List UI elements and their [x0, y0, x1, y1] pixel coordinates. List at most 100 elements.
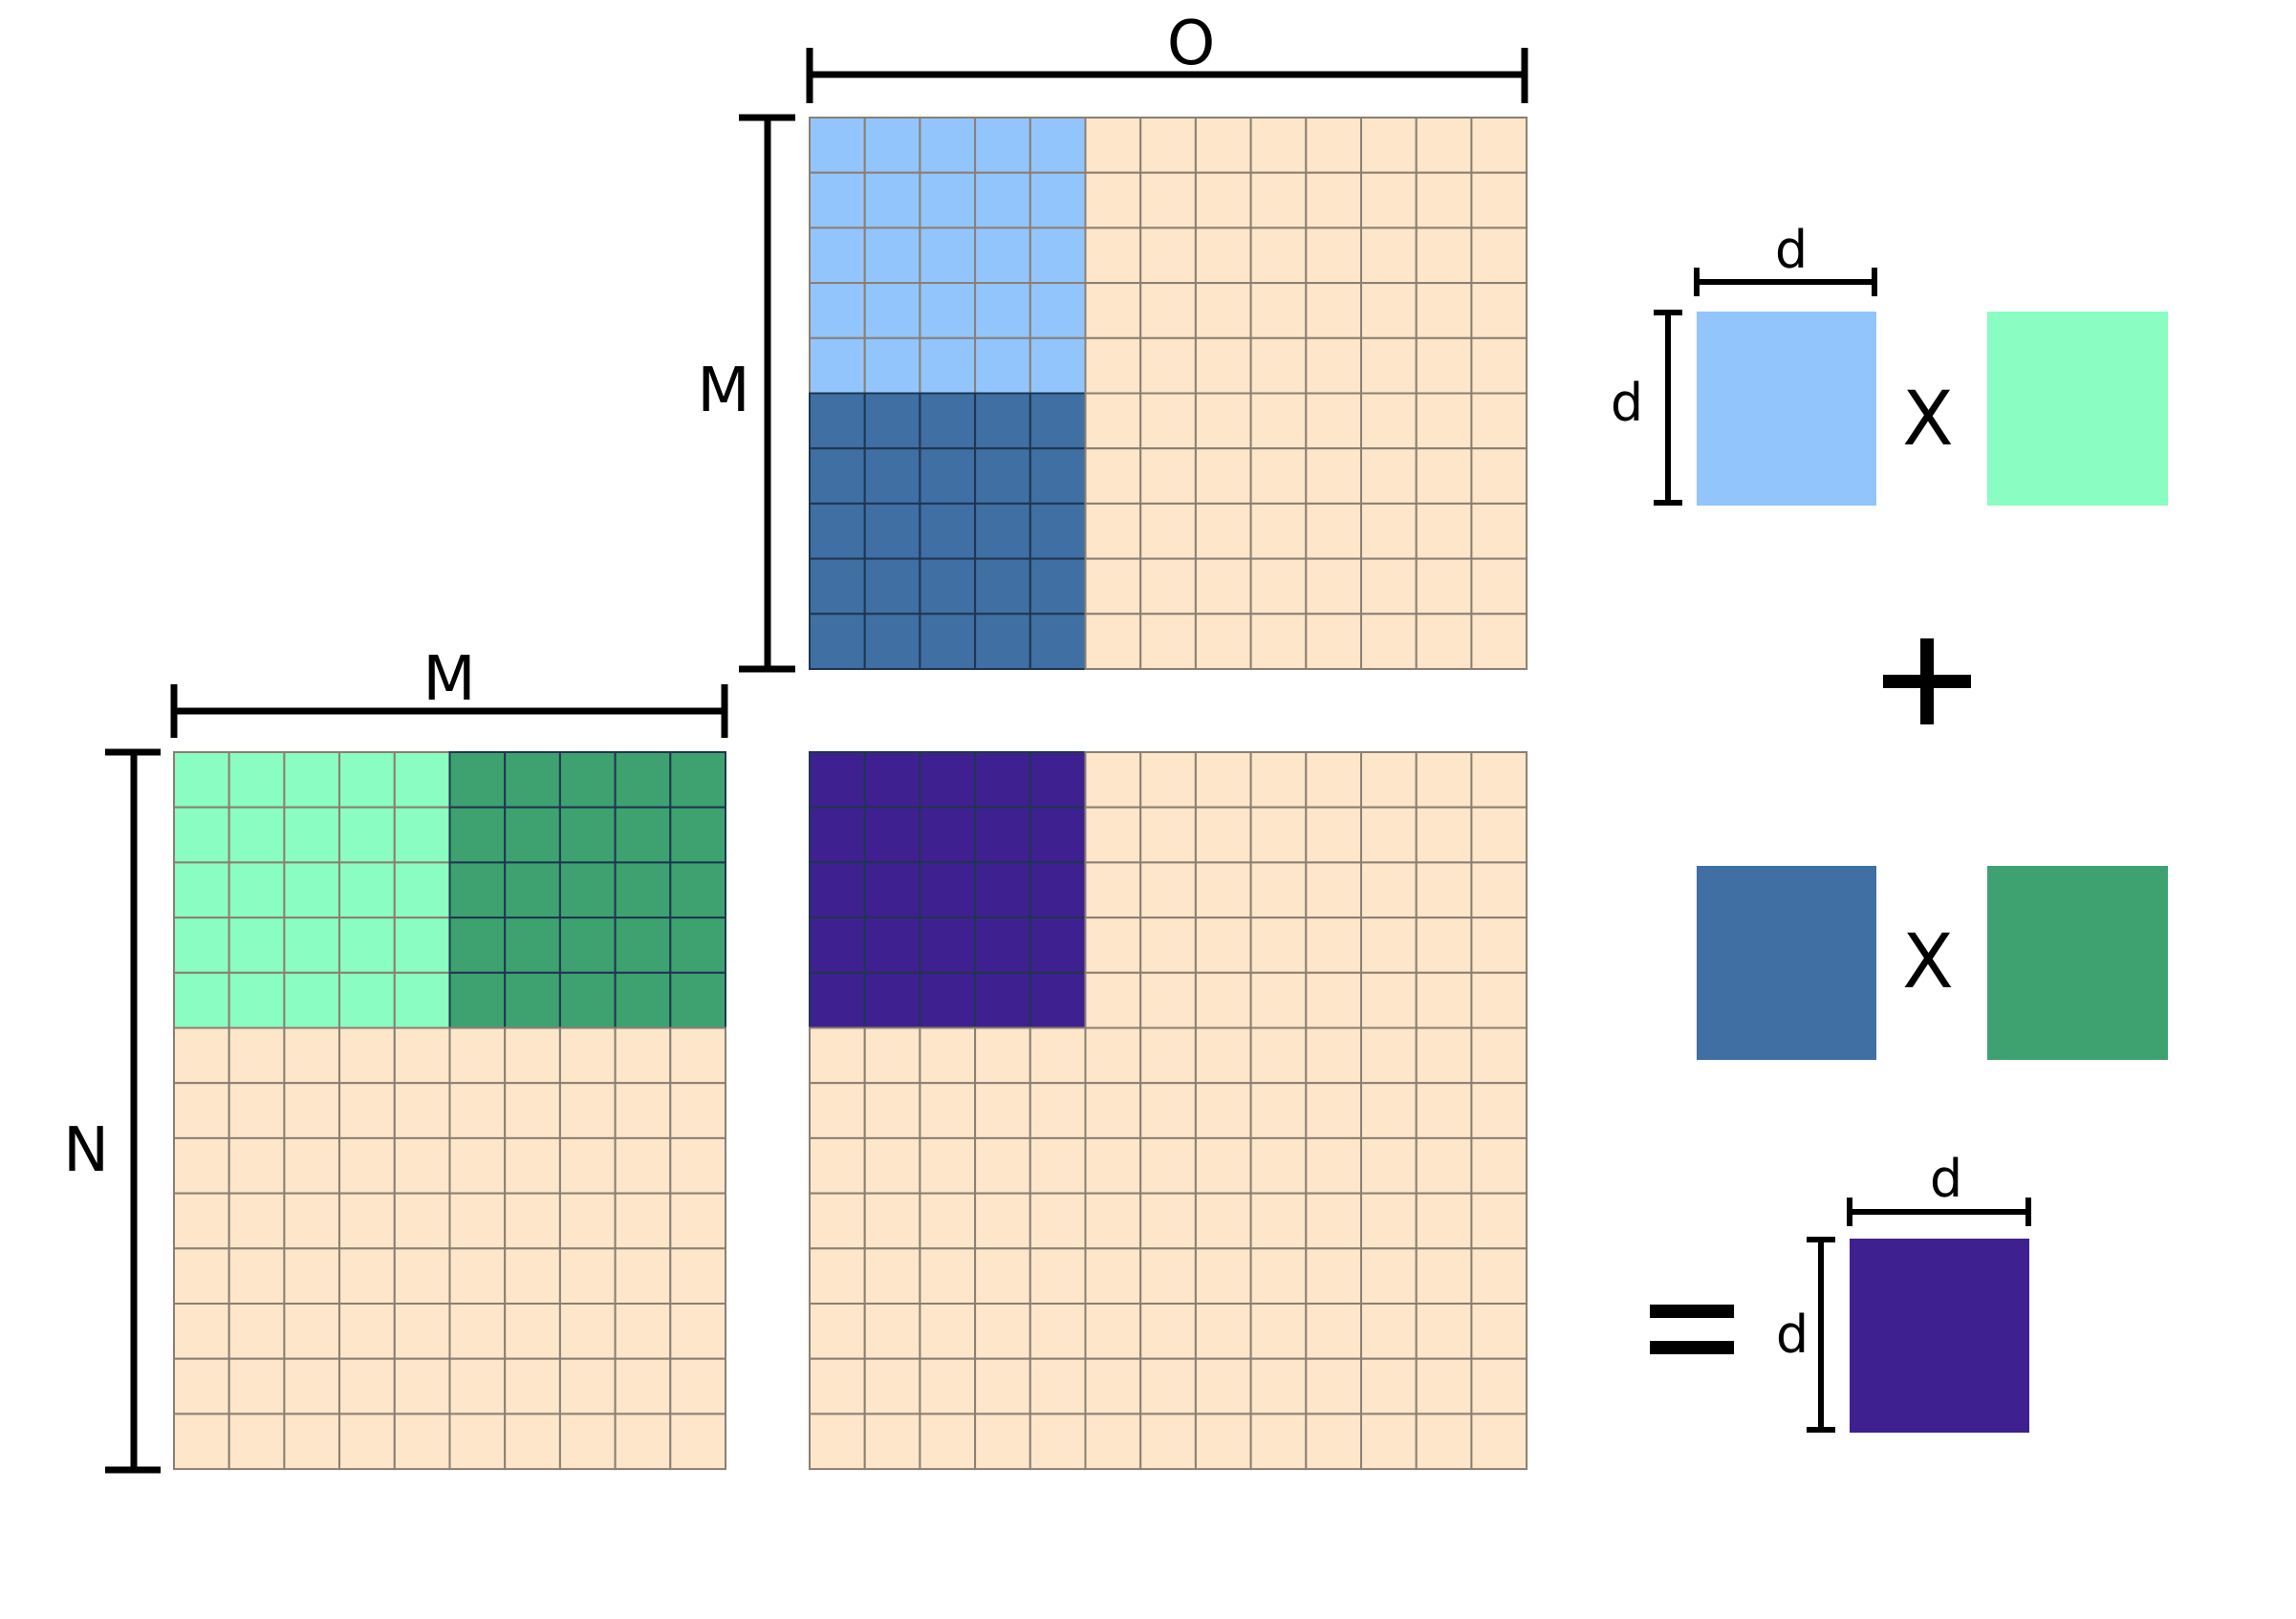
- matrix-top-cell: [1305, 447, 1363, 505]
- matrix-result-cell: [974, 971, 1031, 1029]
- matrix-result-cell: [1029, 1082, 1087, 1139]
- matrix-left-cell: [173, 751, 230, 809]
- matrix-left-cell: [614, 1136, 672, 1195]
- matrix-left-cell: [283, 1082, 341, 1139]
- matrix-top-cell: [1470, 336, 1528, 395]
- matrix-top-cell: [1029, 447, 1087, 505]
- matrix-result-cell: [1415, 751, 1473, 809]
- matrix-left-cell: [558, 917, 617, 974]
- matrix-result-cell: [1139, 971, 1197, 1029]
- matrix-result-cell: [1194, 1247, 1252, 1306]
- matrix-result-cell: [1139, 1357, 1197, 1415]
- matrix-result-cell: [1249, 1357, 1308, 1415]
- matrix-result-cell: [809, 861, 866, 919]
- matrix-left-cell: [393, 1136, 451, 1195]
- matrix-left-cell: [173, 861, 230, 919]
- matrix-result-cell: [974, 1136, 1031, 1195]
- matrix-result-cell: [1029, 806, 1087, 864]
- matrix-result-cell: [919, 1026, 977, 1085]
- matrix-result-cell: [1305, 1082, 1363, 1139]
- matrix-top-cell: [1305, 171, 1363, 229]
- matrix-left-cell: [173, 1192, 230, 1250]
- matrix-result-cell: [1360, 751, 1418, 809]
- matrix-left-cell: [173, 971, 230, 1029]
- result-tile-height-label: d: [1776, 1305, 1809, 1365]
- matrix-top-cell: [974, 392, 1031, 450]
- matrix-left-cell: [504, 751, 561, 809]
- matrix-top-cell: [1470, 447, 1528, 505]
- matrix-result-cell: [974, 917, 1031, 974]
- matrix-left-cell: [227, 917, 286, 974]
- matrix-top-cell: [919, 282, 977, 339]
- matrix-top-cell: [1360, 117, 1418, 174]
- matrix-top-cell: [974, 447, 1031, 505]
- matrix-top-cell: [919, 117, 977, 174]
- matrix-result-cell: [974, 1357, 1031, 1415]
- matrix-result-cell: [809, 1136, 866, 1195]
- matrix-left-cell: [173, 1413, 230, 1471]
- matrix-left-cell: [558, 1303, 617, 1360]
- matrix-top-cell: [1249, 117, 1308, 174]
- matrix-result-cell: [1415, 1357, 1473, 1415]
- matrix-result-cell: [1029, 1413, 1087, 1471]
- matrix-top-cell: [809, 117, 866, 174]
- matrix-top-cell: [1029, 502, 1087, 560]
- matrix-left-cell: [338, 861, 396, 919]
- matrix-left-cell: [338, 1357, 396, 1415]
- matrix-top-cell: [1305, 392, 1363, 450]
- matrix-left-cell: [558, 1357, 617, 1415]
- matrix-result-cell: [919, 1357, 977, 1415]
- matrix-result-cell: [863, 917, 921, 974]
- matrix-result-cell: [1139, 861, 1197, 919]
- matrix-top-cell: [1139, 447, 1197, 505]
- matrix-top-cell: [1470, 392, 1528, 450]
- matrix-left-cell: [448, 806, 507, 864]
- matrix-result-cell: [1249, 861, 1308, 919]
- matrix-top-cell: [1415, 171, 1473, 229]
- matrix-top-cell: [1194, 336, 1252, 395]
- matrix-result-cell: [1360, 917, 1418, 974]
- matrix-result-cell: [1194, 751, 1252, 809]
- matrix-top-cell: [809, 613, 866, 670]
- matrix-result-cell: [863, 751, 921, 809]
- matrix-result-cell: [1084, 1247, 1142, 1306]
- matrix-result-cell: [1084, 1026, 1142, 1085]
- matrix-top-cell: [974, 557, 1031, 615]
- matrix-top-cell: [974, 336, 1031, 395]
- matrix-top-cell: [863, 336, 921, 395]
- matrix-result-cell: [809, 1247, 866, 1306]
- matrix-result-cell: [1470, 751, 1528, 809]
- matrix-top-cell: [1084, 502, 1142, 560]
- matrix-result-cell: [1470, 1136, 1528, 1195]
- matrix-top-cell: [1029, 171, 1087, 229]
- tile-b-dark: [1987, 866, 2168, 1060]
- matrix-left-cell: [173, 1082, 230, 1139]
- matrix-result-cell: [1194, 1303, 1252, 1360]
- matrix-result-cell: [1029, 1247, 1087, 1306]
- matrix-left-cell: [614, 806, 672, 864]
- matrix-result-cell: [1084, 1413, 1142, 1471]
- matrix-top-cell: [974, 613, 1031, 670]
- matrix-top-cell: [809, 502, 866, 560]
- matrix-left-cell: [227, 1303, 286, 1360]
- matrix-top-cell: [1029, 282, 1087, 339]
- matrix-left-cell: [558, 806, 617, 864]
- matrix-left-cell: [227, 971, 286, 1029]
- matrix-result-cell: [1470, 1082, 1528, 1139]
- matrix-top-cell: [1194, 171, 1252, 229]
- matrix-left-cell: [669, 1413, 726, 1471]
- matrix-result-cell: [1470, 806, 1528, 864]
- matrix-top-cell: [1470, 171, 1528, 229]
- matrix-top-cell: [1415, 227, 1473, 285]
- matrix-top-cell: [1029, 117, 1087, 174]
- matrix-result-cell: [974, 806, 1031, 864]
- matrix-top-cell: [919, 227, 977, 285]
- matrix-left-cell: [614, 1357, 672, 1415]
- matrix-left-cell: [504, 861, 561, 919]
- matrix-result-cell: [1360, 1247, 1418, 1306]
- matrix-left-cell: [227, 1413, 286, 1471]
- matrix-result-cell: [1084, 917, 1142, 974]
- matrix-result-cell: [1415, 1136, 1473, 1195]
- matrix-top-cell: [1360, 282, 1418, 339]
- matrix-result-cell: [809, 1303, 866, 1360]
